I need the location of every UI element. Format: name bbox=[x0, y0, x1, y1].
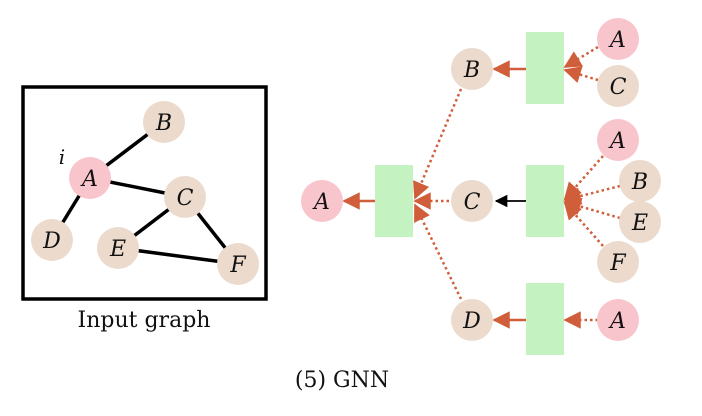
aggregator-box-c bbox=[526, 165, 564, 237]
graph-node-d: D bbox=[31, 219, 73, 261]
message-c-to-b bbox=[563, 66, 599, 83]
node-circle bbox=[143, 101, 185, 143]
message-a-to-c bbox=[563, 155, 604, 201]
input-graph-nodes: A B C D E F bbox=[31, 101, 259, 285]
node-circle bbox=[619, 160, 661, 202]
node-circle bbox=[597, 18, 639, 60]
node-circle bbox=[97, 227, 139, 269]
message-b-to-c bbox=[563, 184, 621, 205]
gnn-computation-tree: A B C D A C A B bbox=[301, 18, 661, 355]
tree-node-level2-c-a: A bbox=[597, 119, 639, 161]
output-arrows bbox=[342, 60, 526, 329]
graph-node-a: A bbox=[69, 157, 111, 199]
node-circle bbox=[597, 241, 639, 283]
node-label: F bbox=[609, 251, 626, 276]
tree-node-level2-c-b: B bbox=[619, 160, 661, 202]
node-label: D bbox=[462, 309, 481, 334]
message-arrows bbox=[413, 45, 621, 329]
node-label: C bbox=[610, 75, 627, 100]
node-circle bbox=[451, 299, 493, 341]
node-circle bbox=[31, 219, 73, 261]
node-circle bbox=[597, 299, 639, 341]
node-circle bbox=[597, 65, 639, 107]
node-circle bbox=[164, 176, 206, 218]
message-d-to-root bbox=[413, 203, 463, 300]
message-e-to-c bbox=[563, 197, 621, 220]
node-label: C bbox=[177, 186, 194, 211]
target-node-marker: i bbox=[59, 145, 65, 169]
node-circle bbox=[451, 48, 493, 90]
node-label: E bbox=[109, 237, 126, 262]
tree-node-root-a: A bbox=[301, 180, 343, 222]
tree-node-level1-c: C bbox=[451, 180, 493, 222]
tree-node-level2-d-a: A bbox=[597, 299, 639, 341]
message-f-to-c bbox=[563, 201, 604, 247]
tree-node-level2-b-c: C bbox=[597, 65, 639, 107]
node-label: B bbox=[631, 170, 648, 195]
node-label: C bbox=[464, 190, 481, 215]
tree-node-level2-c-e: E bbox=[619, 201, 661, 243]
node-label: F bbox=[229, 253, 246, 278]
node-circle bbox=[69, 157, 111, 199]
node-label: A bbox=[312, 190, 330, 215]
message-a-to-b bbox=[563, 45, 599, 69]
aggregator-box-b bbox=[526, 32, 564, 104]
node-label: A bbox=[80, 167, 98, 192]
tree-node-level1-d: D bbox=[451, 299, 493, 341]
node-label: A bbox=[608, 28, 626, 53]
aggregator-box-d bbox=[526, 283, 564, 355]
input-graph-frame bbox=[21, 85, 268, 301]
node-label: B bbox=[155, 111, 172, 136]
node-circle bbox=[619, 201, 661, 243]
graph-node-b: B bbox=[143, 101, 185, 143]
tree-node-level2-b-a: A bbox=[597, 18, 639, 60]
message-b-to-root bbox=[413, 88, 463, 200]
node-circle bbox=[217, 243, 259, 285]
node-label: A bbox=[608, 309, 626, 334]
graph-node-f: F bbox=[217, 243, 259, 285]
input-graph-panel: A B C D E F i Input grap bbox=[21, 85, 268, 333]
aggregator-box-root bbox=[375, 165, 413, 237]
node-circle bbox=[301, 180, 343, 222]
graph-node-c: C bbox=[164, 176, 206, 218]
node-circle bbox=[597, 119, 639, 161]
graph-node-e: E bbox=[97, 227, 139, 269]
tree-node-level2-c-f: F bbox=[597, 241, 639, 283]
node-circle bbox=[451, 180, 493, 222]
node-label: B bbox=[463, 58, 480, 83]
figure-caption: (5) GNN bbox=[295, 368, 389, 393]
node-label: D bbox=[42, 229, 61, 254]
node-label: A bbox=[608, 129, 626, 154]
tree-node-level1-b: B bbox=[451, 48, 493, 90]
node-label: E bbox=[631, 211, 648, 236]
input-graph-caption: Input graph bbox=[78, 308, 211, 333]
